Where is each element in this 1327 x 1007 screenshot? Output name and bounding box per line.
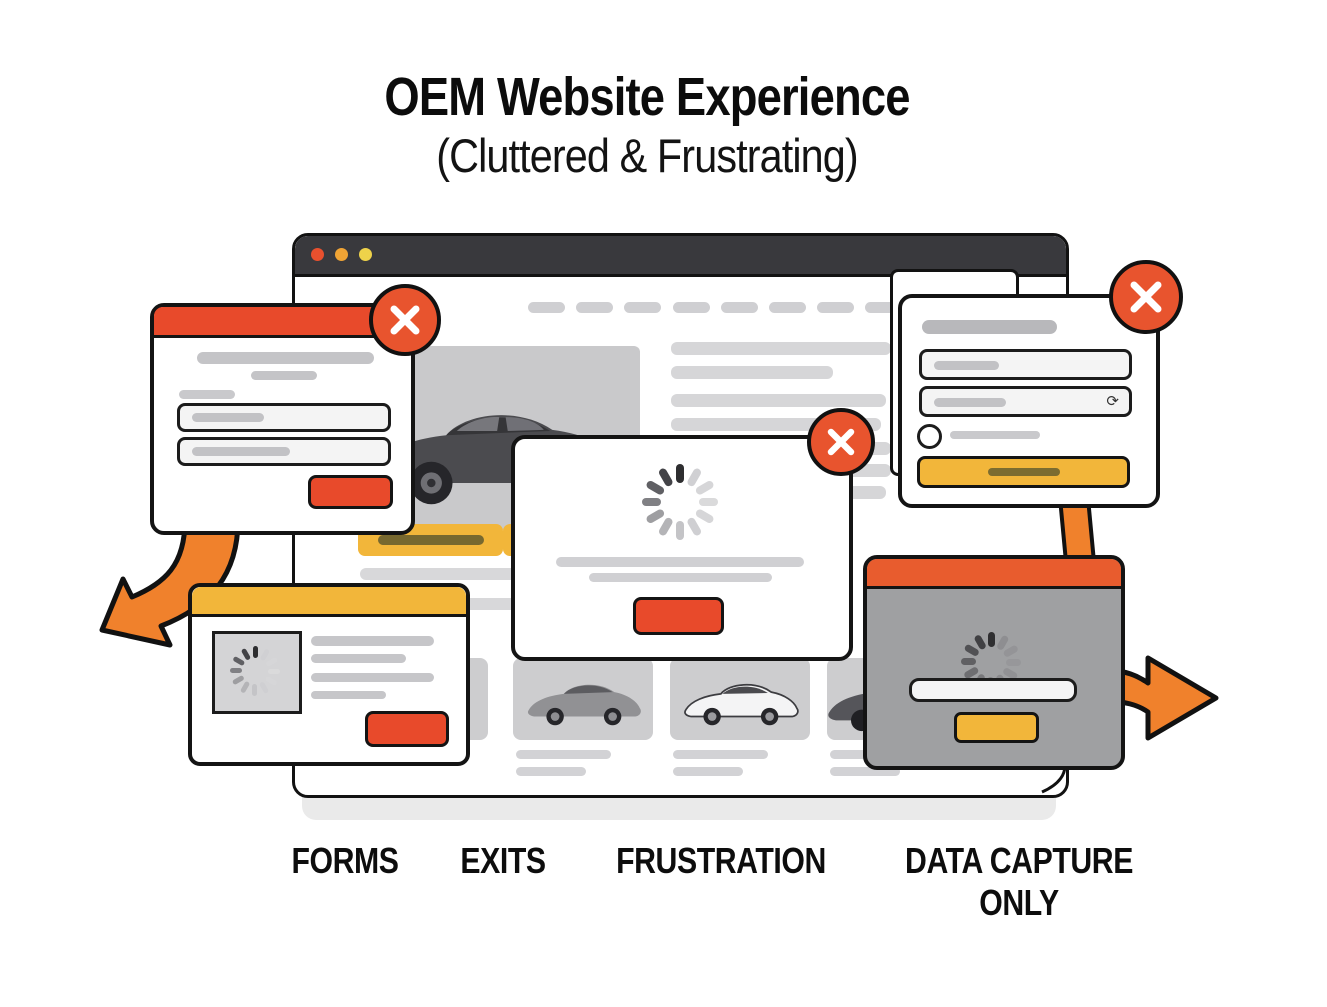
- field-label-placeholder: [179, 390, 235, 399]
- label-data-capture-only: DATA CAPTURE ONLY: [905, 840, 1133, 924]
- refresh-icon[interactable]: ⟳: [1106, 393, 1119, 410]
- text-line-placeholder: [311, 673, 434, 682]
- car-thumbnail-illustration: [527, 684, 641, 726]
- form-input-field[interactable]: [177, 437, 391, 466]
- captured-data-field[interactable]: [909, 678, 1077, 702]
- text-line-placeholder: [671, 342, 891, 355]
- input-placeholder-line: [192, 413, 264, 422]
- image-loading-placeholder: [212, 631, 302, 714]
- submit-button-yellow[interactable]: [917, 456, 1130, 488]
- text-line-placeholder: [360, 568, 523, 580]
- action-button-red[interactable]: [365, 711, 449, 747]
- nav-link-placeholder: [721, 302, 758, 313]
- submit-button-red[interactable]: [308, 475, 393, 509]
- modal-header-bar: [867, 559, 1121, 589]
- button-label-placeholder: [987, 468, 1060, 476]
- modal-subtitle-placeholder: [251, 371, 317, 380]
- signup-form-modal: ⟳: [898, 294, 1160, 508]
- close-icon[interactable]: [369, 284, 441, 356]
- close-icon[interactable]: [1109, 260, 1183, 334]
- input-placeholder-line: [192, 447, 290, 456]
- nav-link-placeholder: [673, 302, 710, 313]
- vehicle-card[interactable]: [670, 658, 810, 740]
- radio-button[interactable]: [917, 424, 942, 449]
- text-line-placeholder: [671, 394, 886, 407]
- nav-link-placeholder: [769, 302, 806, 313]
- page-subtitle: (Cluttered & Frustrating): [436, 129, 858, 182]
- form-input-field[interactable]: ⟳: [919, 386, 1132, 417]
- close-icon[interactable]: [807, 408, 875, 476]
- car-thumbnail-illustration: [684, 683, 799, 726]
- input-placeholder-line: [934, 398, 1006, 407]
- modal-title-placeholder: [922, 320, 1057, 334]
- text-line-placeholder: [311, 691, 386, 699]
- nav-link-placeholder: [817, 302, 854, 313]
- traffic-light-yellow-icon: [359, 248, 372, 261]
- vehicle-card[interactable]: [513, 658, 653, 740]
- nav-link-placeholder: [528, 302, 565, 313]
- label-forms: FORMS: [291, 840, 399, 881]
- frustration-loading-modal: [511, 435, 853, 661]
- button-label-placeholder: [377, 535, 484, 545]
- input-placeholder-line: [934, 361, 999, 370]
- text-line-placeholder: [311, 636, 434, 646]
- sedan-car-illustration: [370, 415, 622, 505]
- submit-button-yellow[interactable]: [954, 712, 1039, 743]
- modal-title-placeholder: [197, 352, 374, 364]
- data-capture-modal: [863, 555, 1125, 770]
- traffic-light-orange-icon: [335, 248, 348, 261]
- nav-link-placeholder: [576, 302, 613, 313]
- caption-line-placeholder: [516, 750, 611, 759]
- text-line-placeholder: [556, 557, 804, 567]
- text-line-placeholder: [671, 366, 833, 379]
- label-exits: EXITS: [460, 840, 546, 881]
- form-input-field[interactable]: [919, 349, 1132, 380]
- traffic-light-red-icon: [311, 248, 324, 261]
- form-input-field[interactable]: [177, 403, 391, 432]
- caption-line-placeholder: [673, 767, 743, 776]
- nav-link-placeholder: [624, 302, 661, 313]
- text-line-placeholder: [589, 573, 772, 582]
- nav-link-placeholder: [865, 302, 902, 313]
- caption-line-placeholder: [673, 750, 768, 759]
- modal-header-bar: [192, 587, 466, 617]
- loading-content-modal: [188, 583, 470, 766]
- caption-line-placeholder: [516, 767, 586, 776]
- label-frustration: FRUSTRATION: [616, 840, 826, 881]
- text-line-placeholder: [311, 654, 406, 663]
- modal-header-bar: [154, 307, 411, 338]
- retry-button-red[interactable]: [633, 597, 724, 635]
- exit-arrow-left-icon: [99, 517, 241, 648]
- lead-form-modal: [150, 303, 415, 535]
- caption-line-placeholder: [830, 767, 900, 776]
- radio-label-placeholder: [950, 431, 1040, 439]
- page-title: OEM Website Experience: [384, 67, 910, 127]
